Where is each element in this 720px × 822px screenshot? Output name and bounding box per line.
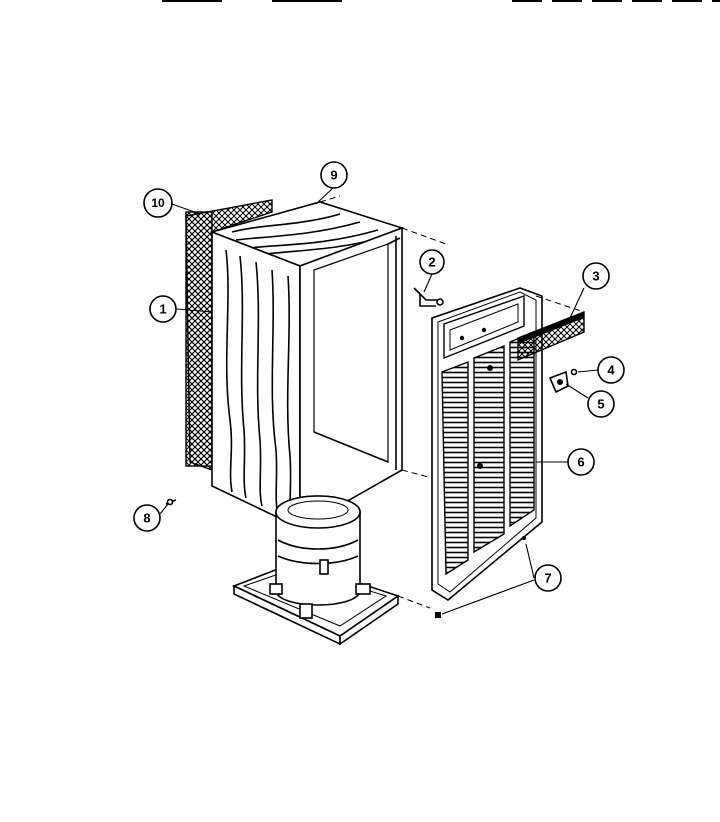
callout-8: 8 [133, 504, 161, 532]
louver-middle [473, 344, 505, 554]
callout-3-label: 3 [592, 269, 599, 284]
callout-5: 5 [587, 390, 615, 418]
hardware-parts [165, 287, 578, 618]
callout-6: 6 [567, 448, 595, 476]
leader-lines [159, 186, 599, 615]
callout-2: 2 [419, 249, 445, 275]
callout-4-label: 4 [607, 363, 615, 378]
callout-1: 1 [149, 295, 177, 323]
base-and-compressor [231, 495, 431, 646]
callout-9-label: 9 [330, 168, 337, 183]
callout-2-label: 2 [428, 255, 435, 270]
front-grille-panel [431, 287, 543, 601]
callout-4: 4 [597, 356, 625, 384]
callout-6-label: 6 [577, 455, 584, 470]
callout-10-label: 10 [151, 196, 165, 210]
cabinet-side [211, 230, 301, 530]
cabinet-wrapper [185, 195, 447, 530]
louver-right [509, 330, 535, 528]
callout-8-label: 8 [143, 511, 150, 526]
louver-left [441, 360, 469, 576]
callout-9: 9 [320, 161, 348, 189]
callout-1-label: 1 [159, 302, 166, 317]
callout-7-label: 7 [544, 571, 551, 586]
callout-7: 7 [534, 564, 562, 592]
control-panel [517, 295, 585, 362]
callout-3: 3 [582, 262, 610, 290]
callout-10: 10 [143, 188, 173, 218]
callout-5-label: 5 [597, 397, 604, 412]
